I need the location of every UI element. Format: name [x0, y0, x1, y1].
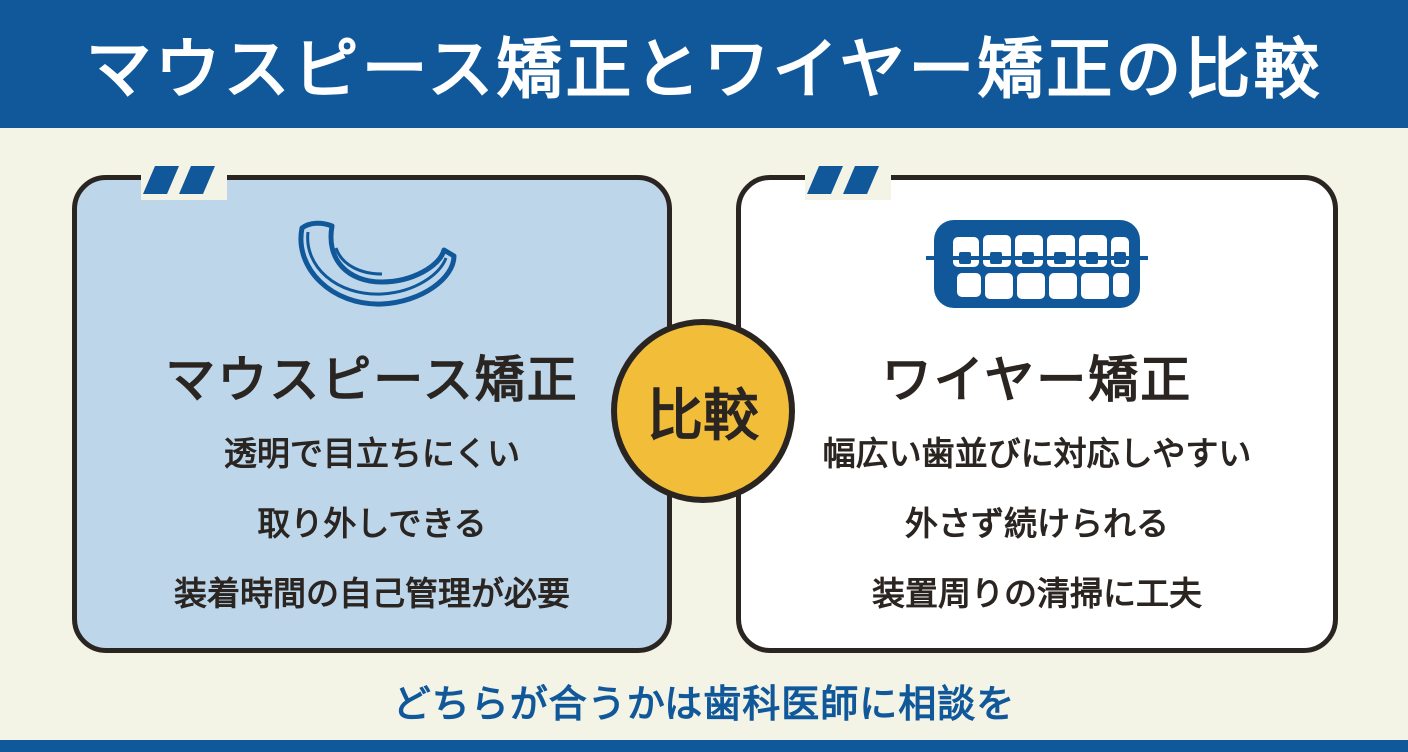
- bottom-bar: [0, 740, 1408, 752]
- list-item: 装着時間の自己管理が必要: [174, 574, 570, 613]
- list-item: 装置周りの清掃に工夫: [872, 574, 1202, 613]
- mouthpiece-card: マウスピース矯正 透明で目立ちにくい 取り外しできる 装着時間の自己管理が必要: [72, 160, 672, 653]
- comparison-badge: 比較: [611, 319, 795, 503]
- wire-braces-points: 幅広い歯並びに対応しやすい 外さず続けられる 装置周りの清掃に工夫: [741, 430, 1333, 640]
- braces-teeth-icon: [741, 216, 1333, 312]
- comparison-badge-label: 比較: [647, 383, 759, 449]
- mouthpiece-aligner-icon: [77, 208, 667, 318]
- wire-braces-card: ワイヤー矯正 幅広い歯並びに対応しやすい 外さず続けられる 装置周りの清掃に工夫: [736, 160, 1338, 653]
- quote-mark-icon: [141, 160, 227, 200]
- list-item: 透明で目立ちにくい: [223, 434, 521, 473]
- list-item: 外さず続けられる: [905, 504, 1169, 543]
- quote-mark-icon: [805, 160, 891, 200]
- header-banner: マウスピース矯正とワイヤー矯正の比較: [0, 0, 1408, 128]
- list-item: 幅広い歯並びに対応しやすい: [822, 434, 1252, 473]
- page-title: マウスピース矯正とワイヤー矯正の比較: [85, 31, 1323, 108]
- mouthpiece-points: 透明で目立ちにくい 取り外しできる 装着時間の自己管理が必要: [77, 430, 667, 640]
- list-item: 取り外しできる: [257, 504, 487, 543]
- wire-braces-title: ワイヤー矯正: [881, 351, 1193, 409]
- footer-message: どちらが合うかは歯科医師に相談を: [392, 682, 1016, 726]
- mouthpiece-title: マウスピース矯正: [165, 351, 579, 409]
